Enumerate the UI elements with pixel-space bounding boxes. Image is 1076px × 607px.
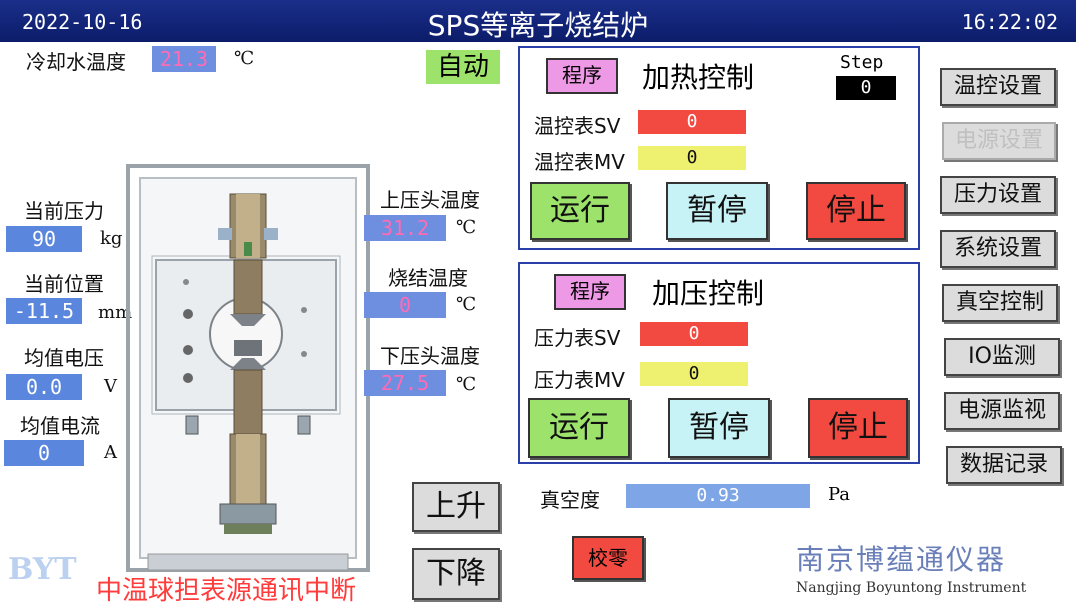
current-value: 0 xyxy=(4,440,84,466)
pressure-stop-button[interactable]: 停止 xyxy=(808,398,908,458)
position-label: 当前位置 xyxy=(24,272,104,296)
date-display: 2022-10-16 xyxy=(22,10,143,34)
pressure-sv-value: 0 xyxy=(640,322,748,346)
upper-head-temp-label: 上压头温度 xyxy=(380,188,480,212)
heating-mv-label: 温控表MV xyxy=(534,150,625,174)
sinter-temp-value: 0 xyxy=(364,292,446,318)
position-value: -11.5 xyxy=(6,298,82,324)
position-unit: mm xyxy=(98,302,133,323)
vacuum-control-button[interactable]: 真空控制 xyxy=(942,284,1058,322)
lower-head-temp-label: 下压头温度 xyxy=(380,344,480,368)
system-settings-button[interactable]: 系统设置 xyxy=(940,230,1056,268)
pressure-settings-button[interactable]: 压力设置 xyxy=(940,176,1056,214)
vacuum-unit: Pa xyxy=(828,484,851,505)
time-display: 16:22:02 xyxy=(961,10,1058,34)
power-settings-button[interactable]: 电源设置 xyxy=(942,122,1056,160)
page-title: SPS等离子烧结炉 xyxy=(427,9,649,42)
heating-sv-label: 温控表SV xyxy=(534,114,621,138)
pressure-pause-button[interactable]: 暂停 xyxy=(668,398,770,458)
heating-program-button[interactable]: 程序 xyxy=(546,58,618,94)
heating-pause-button[interactable]: 暂停 xyxy=(666,182,768,240)
sinter-temp-unit: ℃ xyxy=(456,294,477,315)
vacuum-label: 真空度 xyxy=(540,488,600,512)
heating-mv-value: 0 xyxy=(638,146,746,170)
pressure-value: 90 xyxy=(6,226,82,252)
brand-name-en: Nangjing Boyuntong Instrument xyxy=(796,580,1027,596)
brand-name-cn: 南京博蕴通仪器 xyxy=(796,543,1007,576)
cooling-unit: ℃ xyxy=(234,48,255,69)
pressure-run-button[interactable]: 运行 xyxy=(528,398,630,458)
step-value: 0 xyxy=(836,76,896,100)
heating-stop-button[interactable]: 停止 xyxy=(806,182,906,240)
pressure-control-title: 加压控制 xyxy=(652,277,765,310)
heating-sv-value: 0 xyxy=(638,110,746,134)
pressure-sv-label: 压力表SV xyxy=(534,326,621,350)
furnace-diagram xyxy=(126,164,370,572)
voltage-value: 0.0 xyxy=(6,374,82,400)
data-log-button[interactable]: 数据记录 xyxy=(946,446,1062,484)
pressure-unit: kg xyxy=(100,228,123,249)
cooling-value: 21.3 xyxy=(152,46,216,72)
title-bar: 2022-10-16 SPS等离子烧结炉 16:22:02 xyxy=(0,0,1076,42)
pressure-program-button[interactable]: 程序 xyxy=(554,274,626,310)
raise-button[interactable]: 上升 xyxy=(412,482,500,532)
voltage-unit: V xyxy=(104,376,117,397)
sinter-temp-label: 烧结温度 xyxy=(388,266,468,290)
heating-control-panel xyxy=(518,46,920,250)
lower-head-temp-unit: ℃ xyxy=(456,374,477,395)
current-label: 均值电流 xyxy=(20,414,100,438)
temp-settings-button[interactable]: 温控设置 xyxy=(940,68,1056,106)
pressure-label: 当前压力 xyxy=(24,199,104,223)
heating-run-button[interactable]: 运行 xyxy=(530,182,630,240)
alarm-message: 中温球担表源通讯中断 xyxy=(96,576,357,606)
lower-button[interactable]: 下降 xyxy=(412,548,500,600)
brand-logo: BYT xyxy=(8,552,77,587)
lower-head-temp-value: 27.5 xyxy=(364,370,446,396)
io-monitor-button[interactable]: IO监测 xyxy=(944,338,1060,376)
vacuum-value: 0.93 xyxy=(626,484,810,508)
upper-head-temp-unit: ℃ xyxy=(456,217,477,238)
upper-head-temp-value: 31.2 xyxy=(364,215,446,241)
auto-mode-button[interactable]: 自动 xyxy=(426,50,500,84)
voltage-label: 均值电压 xyxy=(24,346,104,370)
zero-calibrate-button[interactable]: 校零 xyxy=(572,536,644,580)
pressure-mv-label: 压力表MV xyxy=(534,368,625,392)
pressure-mv-value: 0 xyxy=(640,362,748,386)
step-label: Step xyxy=(840,52,884,73)
pressure-control-panel xyxy=(518,262,920,464)
cooling-label: 冷却水温度 xyxy=(26,50,126,74)
heating-control-title: 加热控制 xyxy=(642,61,755,94)
current-unit: A xyxy=(104,442,117,463)
power-monitor-button[interactable]: 电源监视 xyxy=(944,392,1060,430)
